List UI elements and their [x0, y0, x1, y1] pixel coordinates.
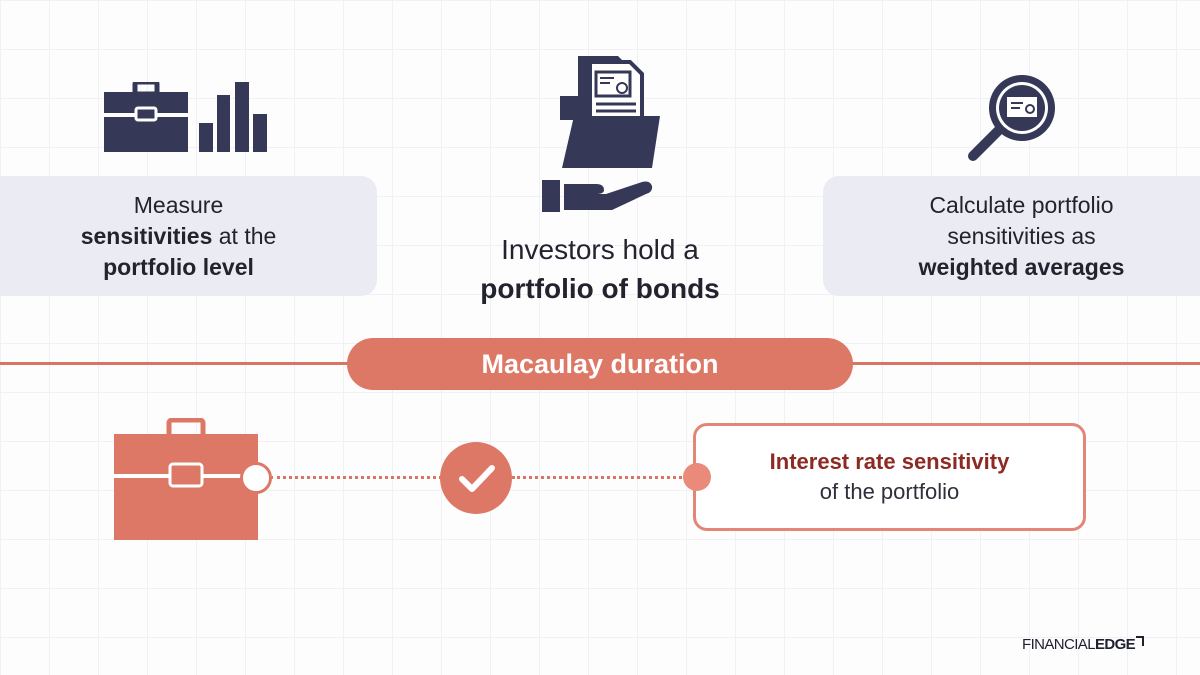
left-box-bold-text: sensitivities	[80, 222, 213, 249]
left-box-line3: portfolio level	[103, 252, 254, 283]
result-title: Interest rate sensitivity	[769, 449, 1010, 474]
financial-edge-logo: FINANCIALEDGE	[1022, 636, 1145, 653]
banner-label: Macaulay duration	[481, 348, 719, 379]
macaulay-duration-banner: Macaulay duration	[347, 338, 853, 390]
briefcase-icon	[104, 82, 188, 152]
interest-rate-sensitivity-box: Interest rate sensitivity of the portfol…	[693, 423, 1086, 531]
left-box-line3-bold: portfolio level	[103, 253, 254, 280]
center-line2: portfolio of bonds	[400, 269, 800, 308]
logo-part1: FINANCIAL	[1022, 636, 1096, 653]
measure-sensitivities-box: Measure sensitivities at the portfolio l…	[0, 176, 377, 296]
center-line2-bold: portfolio of bonds	[480, 273, 720, 304]
connector-start-dot	[240, 462, 272, 494]
logo-part2: EDGE	[1094, 636, 1136, 653]
magnifier-certificate-icon	[968, 75, 1055, 161]
left-box-line2-rest: at the	[212, 222, 277, 249]
connector-right	[512, 476, 688, 479]
documents-folder-icon	[560, 56, 660, 168]
result-subtitle: of the portfolio	[819, 479, 960, 504]
right-box-line1: Calculate portfolio	[929, 191, 1114, 218]
checkmark-icon	[440, 442, 512, 514]
center-line1: Investors hold a	[501, 234, 699, 265]
bar-chart-icon	[199, 82, 267, 152]
connector-end-dot	[683, 463, 711, 491]
logo-corner-mark	[1136, 636, 1145, 646]
left-box-line1: Measure	[133, 191, 224, 218]
left-box-line2: sensitivities at the	[81, 221, 277, 252]
connector-left	[270, 476, 442, 479]
right-box-line3-bold: weighted averages	[918, 253, 1125, 280]
calculate-averages-box: Calculate portfolio sensitivities as wei…	[823, 176, 1200, 296]
portfolio-briefcase-icon	[114, 418, 258, 540]
right-box-line3: weighted averages	[919, 252, 1125, 283]
center-caption: Investors hold a portfolio of bonds	[400, 230, 800, 308]
right-box-line2: sensitivities as	[947, 222, 1096, 249]
hand-icon	[542, 180, 653, 212]
